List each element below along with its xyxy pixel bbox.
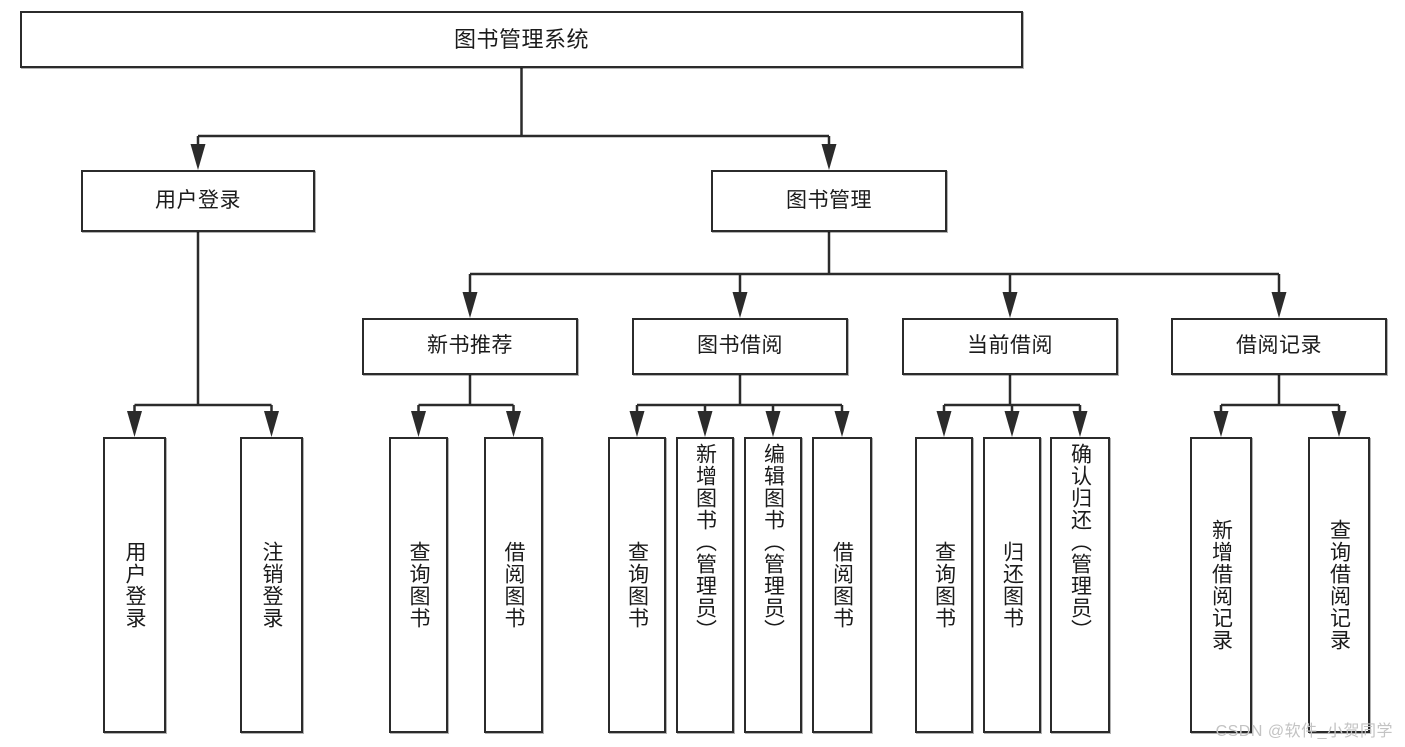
node-label: 归还图书 <box>1000 541 1024 629</box>
arrowhead-icon <box>765 411 781 437</box>
node-label: 编辑图书（管理员） <box>761 443 785 641</box>
node-book-borrow[interactable]: 图书借阅 <box>632 318 848 375</box>
node-label: 借阅图书 <box>502 541 525 629</box>
node-borrow-record[interactable]: 借阅记录 <box>1171 318 1387 375</box>
node-label: 查询图书 <box>625 541 649 629</box>
node-leaf-return-book[interactable]: 归还图书 <box>983 437 1041 733</box>
arrowhead-icon <box>462 292 478 318</box>
node-label: 当前借阅 <box>967 334 1053 358</box>
arrowhead-icon <box>936 411 952 437</box>
node-label: 借阅记录 <box>1236 334 1322 358</box>
node-leaf-user-login[interactable]: 用户登录 <box>103 437 166 733</box>
node-root[interactable]: 图书管理系统 <box>20 11 1023 68</box>
node-leaf-add-book-admin[interactable]: 新增图书（管理员） <box>676 437 734 733</box>
arrowhead-icon <box>1213 411 1229 437</box>
node-leaf-borrow-book-1[interactable]: 借阅图书 <box>484 437 543 733</box>
node-label: 查询图书 <box>407 541 430 629</box>
node-label: 新增借阅记录 <box>1209 519 1233 651</box>
node-leaf-add-borrow-record[interactable]: 新增借阅记录 <box>1190 437 1252 733</box>
node-label: 新书推荐 <box>427 334 513 358</box>
node-current-borrow[interactable]: 当前借阅 <box>902 318 1118 375</box>
node-label: 确认归还（管理员） <box>1068 443 1092 641</box>
node-label: 查询借阅记录 <box>1327 519 1351 651</box>
node-leaf-query-borrow-record[interactable]: 查询借阅记录 <box>1308 437 1370 733</box>
arrowhead-icon <box>1271 292 1287 318</box>
node-leaf-borrow-book-2[interactable]: 借阅图书 <box>812 437 872 733</box>
node-label: 图书借阅 <box>697 334 783 358</box>
arrowhead-icon <box>697 411 713 437</box>
node-new-book-recommend[interactable]: 新书推荐 <box>362 318 578 375</box>
arrowhead-icon <box>506 411 521 437</box>
node-leaf-edit-book-admin[interactable]: 编辑图书（管理员） <box>744 437 802 733</box>
arrowhead-icon <box>411 411 426 437</box>
node-leaf-query-book-1[interactable]: 查询图书 <box>389 437 448 733</box>
node-label: 图书管理系统 <box>453 26 589 52</box>
arrowhead-icon <box>190 144 206 170</box>
node-label: 图书管理 <box>786 188 872 212</box>
arrowhead-icon <box>834 411 850 437</box>
arrowhead-icon <box>1004 411 1020 437</box>
node-label: 新增图书（管理员） <box>693 443 717 641</box>
node-label: 查询图书 <box>932 541 956 629</box>
node-label: 用户登录 <box>123 541 146 629</box>
node-label: 借阅图书 <box>830 541 854 629</box>
node-label: 注销登录 <box>260 541 283 629</box>
arrowhead-icon <box>1331 411 1347 437</box>
node-label: 用户登录 <box>155 188 241 212</box>
node-leaf-logout-login[interactable]: 注销登录 <box>240 437 303 733</box>
node-leaf-query-book-3[interactable]: 查询图书 <box>915 437 973 733</box>
arrowhead-icon <box>821 144 837 170</box>
node-book-manage[interactable]: 图书管理 <box>711 170 947 232</box>
arrowhead-icon <box>1072 411 1088 437</box>
arrowhead-icon <box>127 411 142 437</box>
arrowhead-icon <box>264 411 279 437</box>
arrowhead-icon <box>732 292 748 318</box>
arrowhead-icon <box>629 411 645 437</box>
watermark: CSDN @软件_小贺同学 <box>1215 723 1393 740</box>
node-leaf-confirm-return-admin[interactable]: 确认归还（管理员） <box>1050 437 1110 733</box>
arrowhead-icon <box>1002 292 1018 318</box>
node-user-login[interactable]: 用户登录 <box>81 170 315 232</box>
node-leaf-query-book-2[interactable]: 查询图书 <box>608 437 666 733</box>
